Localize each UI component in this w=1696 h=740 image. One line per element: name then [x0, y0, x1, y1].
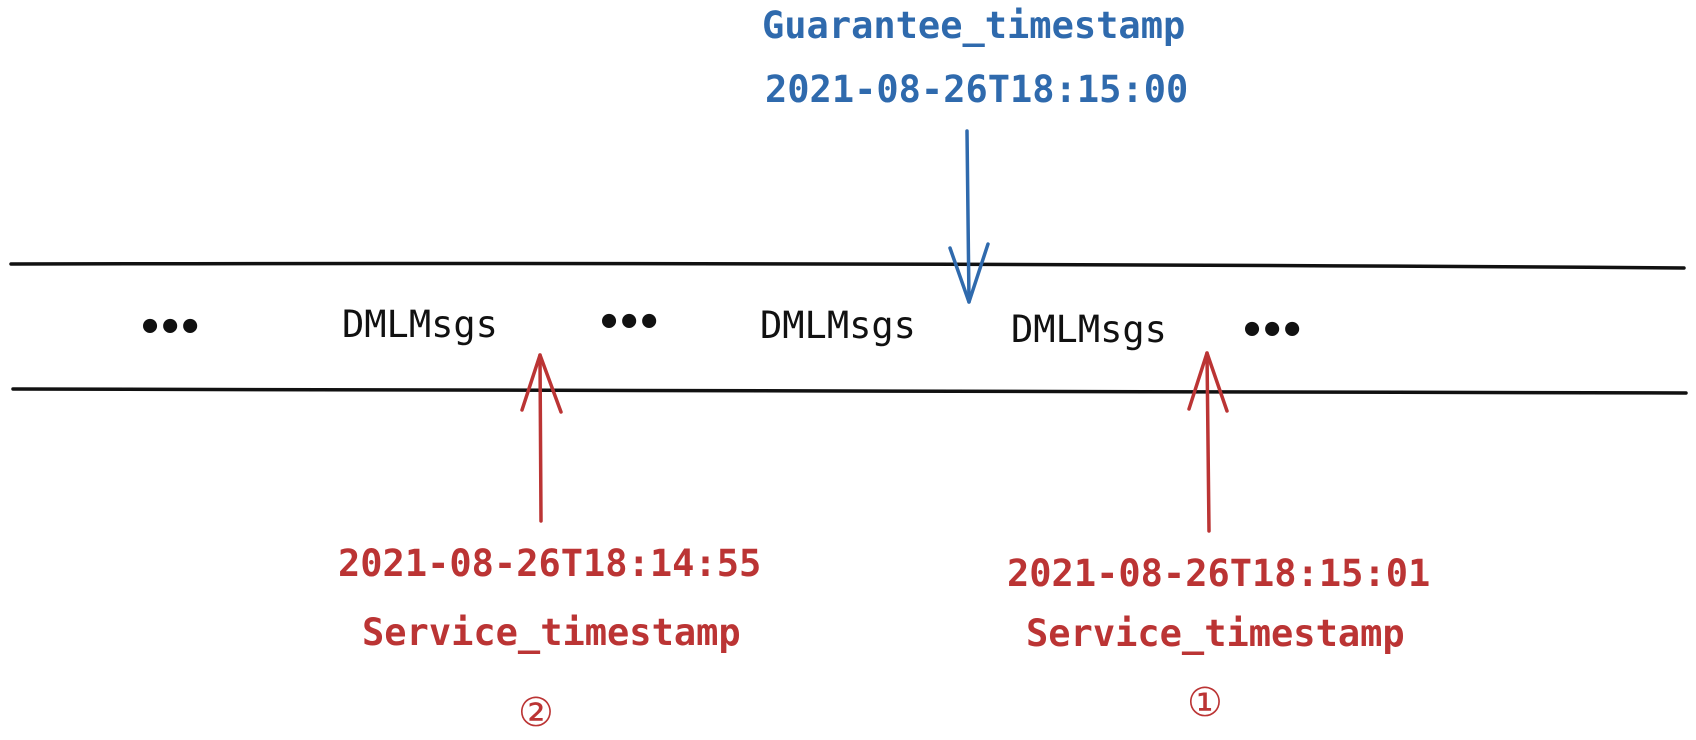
- stream-ellipsis-2: •••: [597, 300, 661, 346]
- stream-top-line: [9, 261, 1686, 270]
- service-left-marker: ②: [518, 690, 554, 736]
- service-left-arrow: [520, 353, 563, 523]
- service-right-marker: ①: [1187, 680, 1223, 726]
- guarantee-label: Guarantee_timestamp: [762, 4, 1186, 47]
- stream-message-1: DMLMsgs: [342, 303, 498, 346]
- service-left-label: Service_timestamp: [362, 611, 741, 654]
- guarantee-arrow: [948, 129, 990, 304]
- guarantee-time: 2021-08-26T18:15:00: [765, 68, 1189, 111]
- stream-ellipsis-3: •••: [1240, 308, 1304, 354]
- service-right-label: Service_timestamp: [1026, 612, 1405, 655]
- stream-message-2: DMLMsgs: [760, 304, 916, 347]
- stream-bottom-line: [11, 387, 1688, 395]
- service-right-time: 2021-08-26T18:15:01: [1007, 552, 1431, 595]
- stream-ellipsis-1: •••: [138, 305, 202, 351]
- service-right-arrow: [1187, 351, 1229, 533]
- stream-message-3: DMLMsgs: [1011, 308, 1167, 351]
- service-left-time: 2021-08-26T18:14:55: [338, 542, 762, 585]
